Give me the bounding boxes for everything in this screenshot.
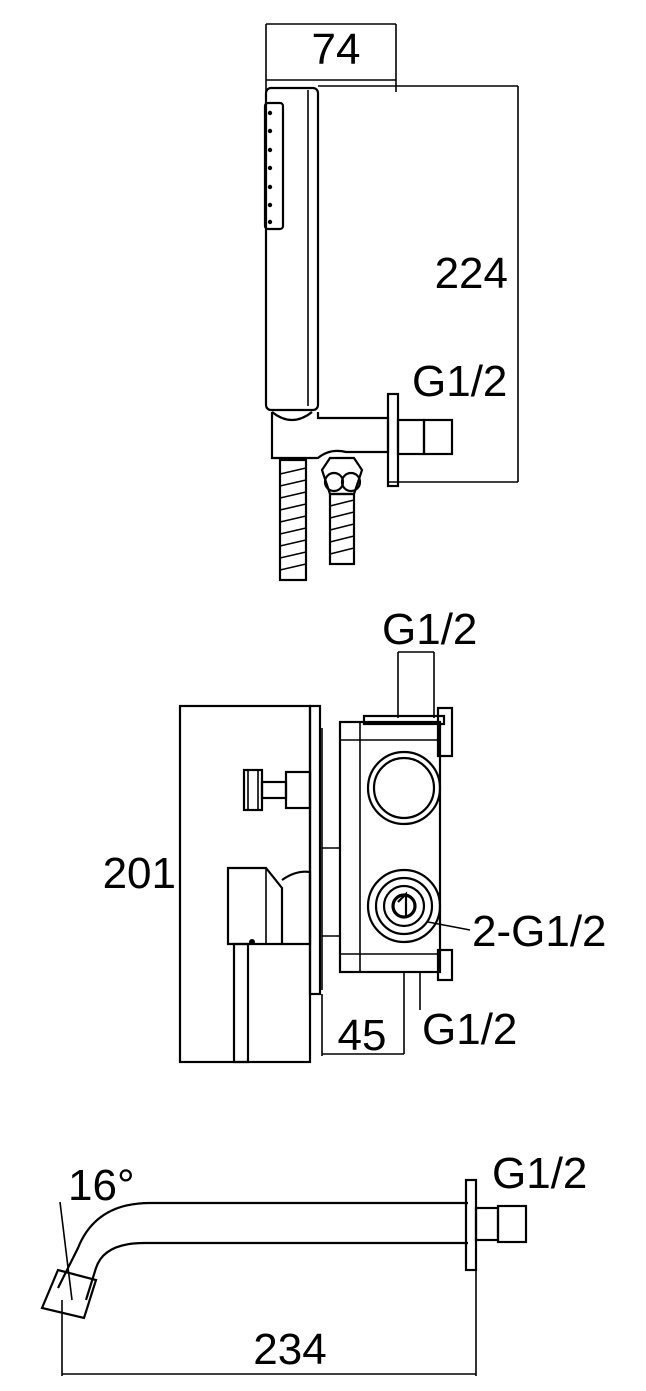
shower-hose	[278, 458, 308, 582]
spout-view: 16° G1/2 234	[40, 1149, 587, 1376]
mixer-height-label: 201	[103, 849, 176, 898]
outlets-label: 2-G1/2	[472, 907, 607, 956]
mixer-view: G1/2	[103, 605, 607, 1064]
top-inlet	[397, 651, 435, 718]
width-label: 74	[312, 25, 361, 74]
diverter-knob	[242, 768, 312, 812]
height-dimension: 224	[435, 86, 519, 482]
valve-body	[322, 706, 471, 982]
wall-bracket	[270, 392, 518, 488]
spout	[40, 1178, 528, 1320]
top-thread-label: G1/2	[382, 605, 477, 654]
outlet-thread-label: G1/2	[412, 357, 507, 406]
length-dimension: 234	[61, 1270, 477, 1376]
hand-shower	[263, 85, 518, 412]
height-label: 224	[435, 249, 508, 298]
cover-plate	[178, 704, 323, 1064]
length-label: 234	[253, 1325, 326, 1374]
connector-nut	[320, 456, 364, 566]
lever-handle	[226, 866, 312, 1064]
depth-dimension: 45	[321, 994, 404, 1060]
depth-label: 45	[338, 1011, 387, 1060]
width-dimension: 74	[265, 23, 397, 92]
shower-head-view: 74	[263, 23, 519, 582]
angle-label: 16°	[68, 1161, 135, 1210]
spray-nozzles	[267, 110, 273, 225]
mixer-height-dimension: 201	[103, 706, 181, 1062]
bottom-inlet	[403, 972, 421, 1054]
bottom-thread-label: G1/2	[422, 1005, 517, 1054]
spout-thread-label: G1/2	[492, 1149, 587, 1198]
